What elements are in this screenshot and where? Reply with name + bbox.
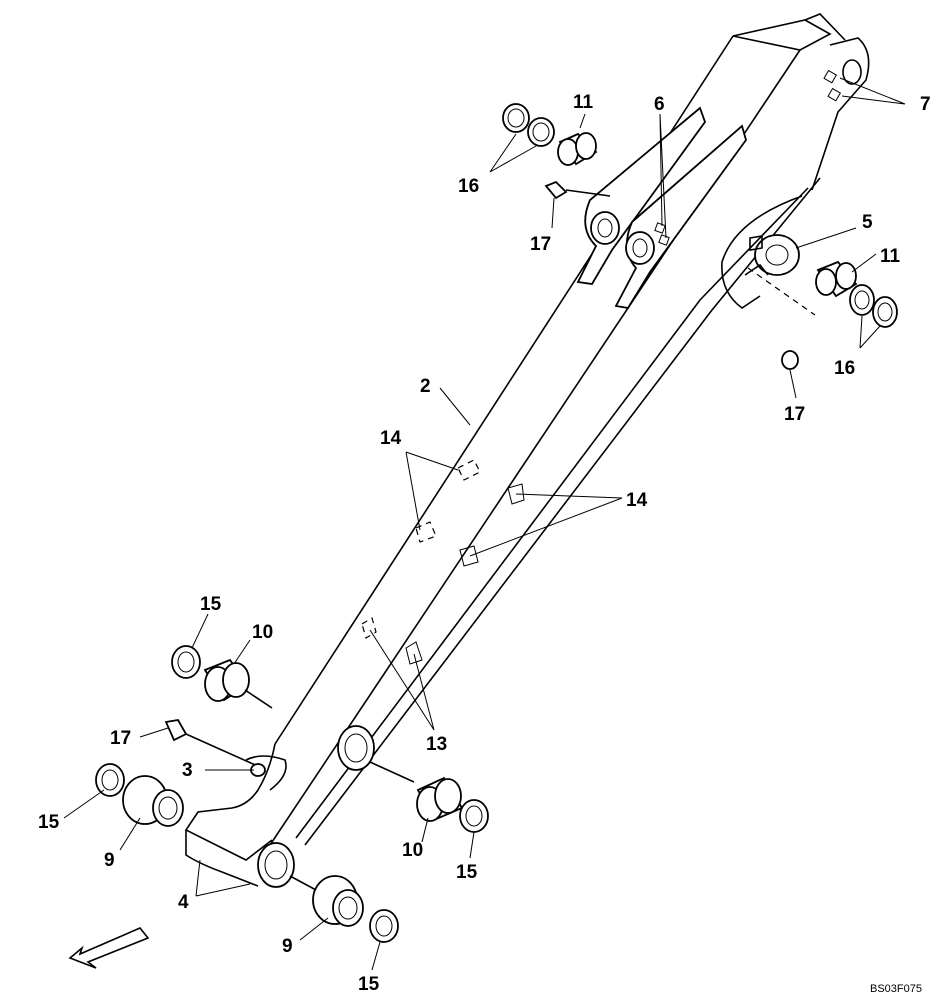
drawing-code: BS03F075 [870,983,922,995]
callout-2: 2 [420,376,431,397]
callouts: 11 6 7 16 17 5 11 16 17 2 14 14 15 10 13… [38,92,931,995]
callout-14-left: 14 [380,428,402,449]
callout-11-top: 11 [573,92,594,113]
callout-10-lower: 10 [402,840,423,861]
arm-body [184,13,870,888]
upper-bracket [576,69,842,309]
callout-7: 7 [920,94,931,115]
callout-15-bottom: 15 [358,974,380,995]
callout-14-right: 14 [626,490,648,511]
callout-17-right: 17 [784,404,805,425]
callout-16-right: 16 [834,358,855,379]
callout-9-left: 9 [104,850,115,871]
callout-17-lower: 17 [110,728,131,749]
loose-parts [95,103,898,943]
callout-17-top: 17 [530,234,551,255]
front-direction-arrow-icon [68,927,150,969]
leader-lines [63,77,906,971]
callout-3: 3 [182,760,193,781]
callout-10-mid: 10 [252,622,273,643]
pin-boss-right [744,234,800,276]
callout-15-left: 15 [38,812,60,833]
callout-4: 4 [178,892,189,913]
callout-15-right: 15 [456,862,478,883]
callout-15-mid: 15 [200,594,222,615]
plates [361,459,525,665]
callout-9-bottom: 9 [282,936,293,957]
callout-6: 6 [654,94,665,115]
callout-5: 5 [862,212,873,233]
callout-11-right: 11 [880,246,901,267]
callout-13: 13 [426,734,447,755]
callout-16-top: 16 [458,176,479,197]
